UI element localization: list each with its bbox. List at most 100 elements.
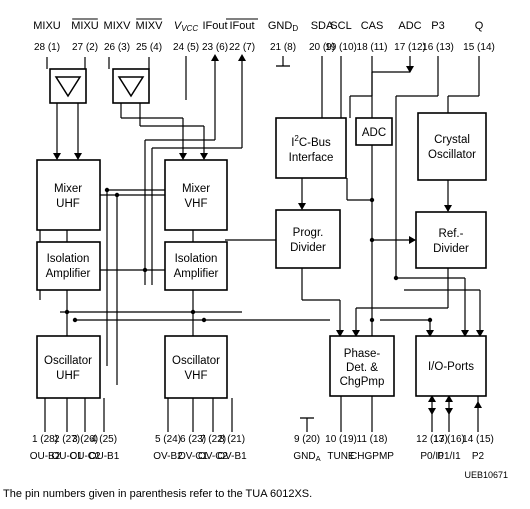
mixer-uhf-line1: Mixer [54,183,82,195]
bottom-pin-number: 1 (28) [32,434,58,445]
osc-uhf-line2: UHF [56,370,80,382]
top-pin-number: 16 (13) [422,42,454,53]
bottom-pin-number: 9 (20) [294,434,320,445]
bottom-pin-label: OU-C2 [69,451,101,462]
crystal-oscillator-block: Crystal Oscillator [417,112,487,181]
bottom-pin-number: 6 (23) [180,434,206,445]
io-ports-label: I/O-Ports [428,361,474,373]
top-pin-number: 26 (3) [104,42,130,53]
top-pin-name: CAS [361,20,384,32]
bottom-pin-label: CHGPMP [350,451,394,462]
phase-det-line2: Det. & [346,362,378,374]
ref-div-line2: Divider [433,243,469,255]
top-pin-number: 18 (11) [357,42,388,53]
vhf-input-amplifier [112,68,150,104]
programmable-divider-block: Progr. Divider [275,209,341,269]
bottom-pin-number: 8 (21) [219,434,245,445]
bottom-pin-label: OU-B1 [89,451,120,462]
crystal-line2: Oscillator [428,149,476,161]
osc-vhf-line1: Oscillator [172,355,220,367]
adc-block: ADC [355,117,393,146]
mixer-vhf-block: Mixer VHF [164,159,228,231]
phase-detector-chargepump-block: Phase- Det. & ChgPmp [329,335,395,397]
bottom-pin-number: 4 (25) [91,434,117,445]
phase-det-line1: Phase- [344,348,381,360]
bottom-pin-number: 10 (19) [325,434,357,445]
top-pin-number: 25 (4) [136,42,162,53]
bottom-pin-number: 12 (17) [416,434,448,445]
bottom-pin-label: OU-B2 [30,451,61,462]
uhf-input-amplifier [49,68,87,104]
adc-label: ADC [362,127,386,139]
iso-uhf-line1: Isolation [47,253,90,265]
bottom-pin-label: P2 [472,451,485,462]
mixer-vhf-line1: Mixer [182,183,210,195]
figure-caption: The pin numbers given in parenthesis ref… [3,488,312,500]
mixer-vhf-line2: VHF [185,198,208,210]
isolation-amp-uhf-block: Isolation Amplifier [36,241,101,291]
top-pin-number: 27 (2) [72,42,98,53]
top-pin-number: 17 (12) [394,42,426,53]
bottom-pin-number: 14 (15) [462,434,494,445]
figure-id: UEB10671 [464,470,508,480]
top-pin-name: IFout [202,20,227,32]
bottom-pin-label: P1/I1 [437,451,461,462]
top-pin-number: 21 (8) [270,42,296,53]
top-pin-number: 15 (14) [463,42,495,53]
io-ports-block: I/O-Ports [415,335,487,397]
osc-uhf-line1: Oscillator [44,355,92,367]
bottom-pin-label: OV-C1 [178,451,208,462]
top-pin-name: ADC [398,20,421,32]
bottom-pin-number: 2 (27) [54,434,80,445]
bottom-pin-number: 5 (24) [155,434,181,445]
i2c-bus-interface-block: I2C-Bus Interface [275,117,347,179]
top-pin-number: 28 (1) [34,42,60,53]
top-pin-number: 19 (10) [325,42,357,53]
bottom-pin-label: OV-C2 [198,451,228,462]
top-pin-name: VVCC [174,20,198,33]
prog-div-line2: Divider [290,242,326,254]
top-pin-name: SDA [311,20,334,32]
bottom-pin-number: 3 (26) [72,434,98,445]
bottom-pin-label: OV-B1 [217,451,247,462]
top-pin-number: 22 (7) [229,42,255,53]
wiring [39,56,481,432]
i2c-line2: Interface [289,152,334,164]
bottom-pin-labels: 1 (28)2 (27)3 (26)4 (25)5 (24)6 (23)7 (2… [30,434,494,463]
top-pin-number: 23 (6) [202,42,228,53]
top-pin-name: MIXU [71,20,99,32]
bottom-pin-number: 13 (16) [433,434,465,445]
phase-det-line3: ChgPmp [340,376,385,388]
mixer-uhf-line2: UHF [56,198,80,210]
arrowheads [53,54,484,415]
top-pin-name: Q [475,20,484,32]
osc-vhf-line2: VHF [185,370,208,382]
top-pin-number: 24 (5) [173,42,199,53]
top-pin-name: MIXV [104,20,132,32]
bottom-pin-label: OU-C1 [51,451,83,462]
isolation-amp-vhf-block: Isolation Amplifier [164,241,228,291]
bottom-pin-number: 11 (18) [357,434,388,445]
i2c-line1: I2C-Bus [291,134,331,149]
bottom-pin-label: GNDA [293,451,320,463]
iso-vhf-line1: Isolation [175,253,218,265]
bottom-pin-label: TUNE [327,451,355,462]
prog-div-line1: Progr. [293,227,324,239]
ref-div-line1: Ref.- [439,228,464,240]
top-pin-labels: MIXU 28 (1) MIXU 27 (2) MIXV 26 (3) MIXV 25 (4)… [33,18,495,53]
iso-vhf-line2: Amplifier [174,268,219,280]
top-pin-name: IFout [229,20,254,32]
top-pin-name: GNDD [268,20,298,33]
mixer-uhf-block: Mixer UHF [36,159,101,231]
crystal-line1: Crystal [434,134,470,146]
junction-dots [64,187,433,323]
oscillator-vhf-block: Oscillator VHF [164,335,228,399]
top-pin-name: SCL [330,20,351,32]
iso-uhf-line2: Amplifier [46,268,91,280]
bottom-pin-label: P0/I0 [420,451,444,462]
top-pin-name: MIXU [33,20,61,32]
top-pin-name: MIXV [136,20,164,32]
top-pin-name: P3 [431,20,444,32]
oscillator-uhf-block: Oscillator UHF [36,335,101,399]
